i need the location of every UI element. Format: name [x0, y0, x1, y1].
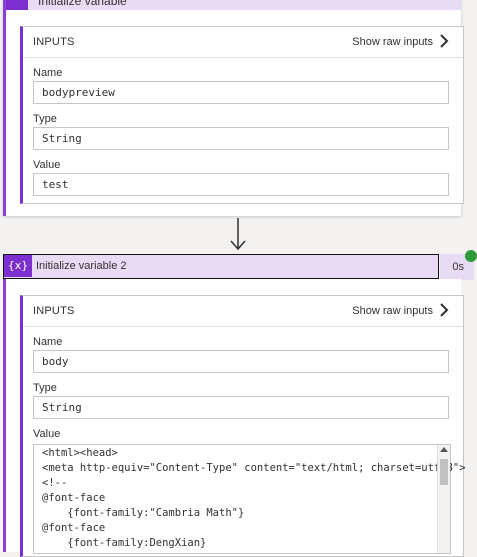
- step-title: Initialize variable: [38, 0, 127, 8]
- variable-icon: {x}: [4, 255, 32, 277]
- code-line: <meta http-equiv="Content-Type" content=…: [42, 462, 466, 474]
- code-line: @font-face: [42, 492, 106, 504]
- inputs-label: INPUTS: [33, 305, 75, 317]
- variable-icon: [6, 0, 28, 10]
- inputs-label: INPUTS: [33, 36, 75, 48]
- scrollbar[interactable]: [437, 445, 450, 553]
- arrow-down-icon: [230, 218, 246, 251]
- chevron-right-icon[interactable]: [437, 33, 451, 49]
- type-value: String: [33, 396, 449, 419]
- inputs-section: INPUTS Show raw inputs Name bodypreview …: [20, 26, 464, 204]
- type-label: Type: [33, 382, 57, 394]
- step-header-initialize-variable[interactable]: Initialize variable: [6, 0, 461, 10]
- name-value: bodypreview: [33, 81, 449, 104]
- name-label: Name: [33, 67, 63, 79]
- inputs-header: INPUTS Show raw inputs: [23, 296, 463, 327]
- scrollbar-thumb[interactable]: [440, 459, 448, 485]
- value-value: test: [33, 173, 449, 196]
- value-label: Value: [33, 428, 61, 440]
- code-line: {font-family:DengXian}: [42, 537, 207, 549]
- show-raw-inputs-link[interactable]: Show raw inputs: [352, 305, 433, 317]
- value-label: Value: [33, 159, 61, 171]
- value-code-box[interactable]: <html><head> <meta http-equiv="Content-T…: [33, 444, 466, 554]
- step-card-initialize-variable: Initialize variable INPUTS Show raw inpu…: [3, 0, 464, 216]
- step-title: Initialize variable 2: [36, 260, 127, 272]
- scroll-up-icon[interactable]: [440, 447, 448, 452]
- inputs-section: INPUTS Show raw inputs Name body Type St…: [20, 295, 466, 557]
- type-value: String: [33, 127, 449, 150]
- code-line: <html><head>: [42, 447, 118, 459]
- step-card-initialize-variable-2: INPUTS Show raw inputs Name body Type St…: [3, 279, 466, 557]
- chevron-right-icon[interactable]: [437, 302, 451, 318]
- step-header-initialize-variable-2[interactable]: {x} Initialize variable 2: [3, 254, 439, 279]
- success-check-icon: [465, 250, 477, 262]
- code-line: <!--: [42, 477, 68, 489]
- name-value: body: [33, 350, 449, 373]
- code-line: @font-face: [42, 522, 106, 534]
- type-label: Type: [33, 113, 57, 125]
- code-line: {font-family:"Cambria Math"}: [42, 507, 245, 519]
- show-raw-inputs-link[interactable]: Show raw inputs: [352, 36, 433, 48]
- inputs-header: INPUTS Show raw inputs: [23, 27, 463, 58]
- name-label: Name: [33, 336, 63, 348]
